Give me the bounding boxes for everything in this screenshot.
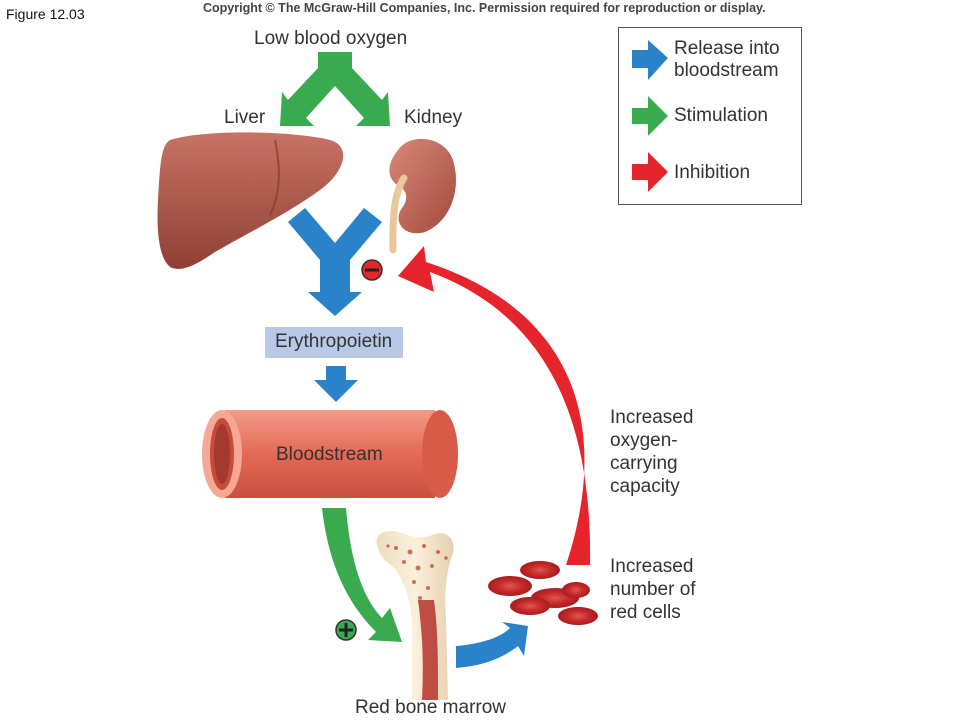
bloodstream-label: Bloodstream — [276, 444, 383, 465]
legend-stimulation-icon — [632, 96, 668, 136]
kidney-illustration — [389, 138, 456, 254]
kidney-label: Kidney — [404, 107, 463, 128]
legend-release-label: Release into bloodstream — [674, 38, 780, 81]
legend-stimulation-label: Stimulation — [674, 105, 768, 126]
release-merge-arrow — [288, 208, 382, 316]
red-blood-cells — [488, 561, 598, 625]
legend-inhibition-label: Inhibition — [674, 162, 751, 183]
legend-box — [618, 27, 802, 205]
increased-red-cells-label: Increased number of red cells — [610, 556, 696, 623]
increased-oxygen-capacity-label: Increased oxygen-carrying capacity — [610, 407, 694, 497]
bloodstream-vessel — [202, 410, 458, 498]
inhibition-feedback-arrow — [398, 246, 591, 565]
liver-label: Liver — [224, 107, 266, 128]
figure-label: Figure 12.03 — [6, 6, 85, 22]
low-blood-oxygen-label: Low blood oxygen — [254, 28, 408, 49]
red-bone-marrow-illustration — [376, 530, 454, 700]
legend-inhibition-icon — [632, 152, 668, 192]
red-bone-marrow-label: Red bone marrow — [355, 697, 507, 718]
release-arrow-to-red-cells — [456, 622, 528, 668]
stimulation-split-arrow — [280, 52, 390, 126]
stimulation-plus-sign — [335, 619, 357, 641]
stimulation-arrow-to-marrow — [322, 508, 402, 642]
liver-illustration — [157, 132, 344, 269]
release-arrow-to-bloodstream — [314, 366, 358, 402]
erythropoietin-label: Erythropoietin — [275, 331, 393, 352]
legend-release-icon — [632, 40, 668, 80]
copyright-notice: Copyright © The McGraw-Hill Companies, I… — [203, 1, 766, 15]
inhibition-minus-sign — [361, 259, 383, 281]
erythropoietin-box — [265, 327, 403, 358]
